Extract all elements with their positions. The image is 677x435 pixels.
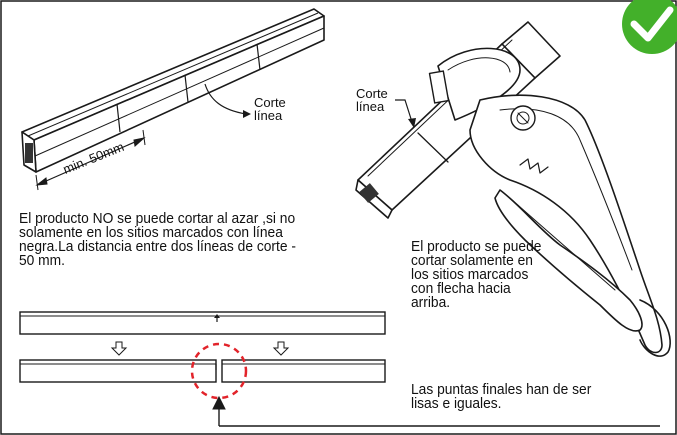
left-instruction-line: negra.La distancia entre dos líneas de c…	[19, 238, 296, 255]
corte-label-left-line1: Corte	[254, 95, 286, 110]
leader-arrowhead-left	[243, 110, 251, 118]
right-instruction-line: cortar solamente en	[411, 252, 533, 269]
leader-arrowhead-right	[408, 118, 416, 128]
corte-label-right: Corte línea	[356, 87, 388, 113]
check-mark-icon	[622, 0, 677, 54]
corte-label-right-line1: Corte	[356, 86, 388, 101]
ends-note-line: lisas e iguales.	[411, 395, 502, 412]
right-instruction-text: El producto se puede cortar solamente en…	[411, 238, 567, 311]
left-instruction-line: solamente en los sitios marcados con lín…	[19, 224, 283, 241]
ends-note-line: Las puntas finales han de ser	[411, 381, 592, 398]
down-arrow-left	[110, 341, 128, 356]
profile-before-cut	[19, 311, 386, 335]
down-arrow-right	[272, 341, 290, 356]
pipe-cutter-illustration	[355, 21, 671, 357]
corte-label-left-line2: línea	[254, 108, 283, 123]
right-instruction-line: El producto se puede	[411, 238, 542, 255]
leader-line-right	[395, 99, 413, 123]
dimension-line	[35, 129, 146, 191]
corte-label-right-line2: línea	[356, 99, 385, 114]
ends-note-text: Las puntas finales han de ser lisas e ig…	[411, 381, 632, 412]
right-instruction-line: con flecha hacia	[411, 280, 511, 297]
profile-after-cut	[19, 359, 386, 383]
right-instruction-line: arriba.	[411, 294, 451, 311]
leader-line-left	[204, 83, 247, 115]
left-instruction-line: El producto NO se puede cortar al azar ,…	[19, 210, 296, 227]
pointer-line	[212, 395, 660, 427]
left-instruction-line: 50 mm.	[19, 252, 66, 269]
left-instruction-text: El producto NO se puede cortar al azar ,…	[19, 210, 323, 269]
corte-label-left: Corte línea	[254, 96, 286, 122]
profile-bar-left	[21, 8, 325, 173]
highlight-circle	[190, 342, 248, 400]
right-instruction-line: los sitios marcados	[411, 266, 529, 283]
